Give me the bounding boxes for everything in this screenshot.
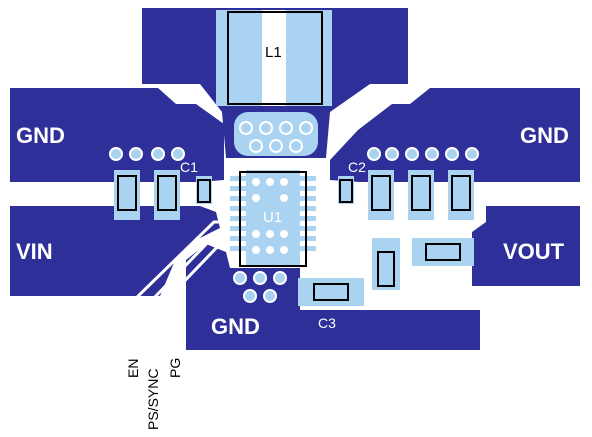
cin1-outline [117,175,137,211]
u1-pins-right [300,176,316,251]
copper-gnd-bottom [186,244,480,350]
signal-label-ps-sync: PS/SYNC [145,369,161,430]
net-label-vin: VIN [16,239,53,264]
copper-vout [472,206,580,286]
u1-pins-left [230,176,246,251]
net-label-gnd-right: GND [520,123,569,148]
via-row-gnd-left [109,147,185,161]
l1-pad-left [216,10,262,106]
c2-outline [339,179,353,203]
via-cluster-gnd-bottom [233,271,287,303]
ref-label-r2: R2 [405,277,423,293]
signal-label-pg: PG [167,358,183,378]
c3-outline [313,283,349,301]
trace-en [130,220,236,352]
c2-pad [338,176,354,204]
ref-label-r1: R1 [447,270,465,286]
via-grid-u1 [252,178,288,254]
trace-ps-sync [150,230,236,352]
u1-outline [239,171,307,267]
cin2-outline [157,175,177,211]
r2-outline [377,251,395,287]
trace-pg [172,240,236,352]
c1-pad [196,176,212,204]
cout2-outline [411,175,431,211]
l1-pad-right [286,10,332,106]
vias [109,121,479,303]
net-label-vout: VOUT [503,239,565,264]
cout3-outline [451,175,471,211]
component-outlines [117,11,471,301]
cout1-outline [371,175,391,211]
ref-label-c2: C2 [348,159,366,175]
r1-outline [425,243,461,261]
copper-gnd-left [10,88,224,182]
c1-outline [197,179,211,203]
ref-label-c3: C3 [318,315,336,331]
signal-label-en: EN [125,359,141,378]
c3-pad [298,278,364,306]
ref-label-u1: U1 [263,209,282,226]
ref-label-c1: C1 [180,159,198,175]
r1-pad [412,238,474,266]
net-label-gnd-bottom: GND [211,314,260,339]
copper-vin [10,206,220,296]
via-row-gnd-right [367,147,479,161]
l1-center [262,10,286,106]
net-label-gnd-left: GND [16,123,65,148]
trace-fb-r1 [326,230,446,256]
ref-label-l1: L1 [265,44,282,61]
r2-pad [372,238,400,290]
l1-outline [227,11,323,105]
copper-planes [10,8,580,350]
via-cluster-l1 [239,121,313,153]
